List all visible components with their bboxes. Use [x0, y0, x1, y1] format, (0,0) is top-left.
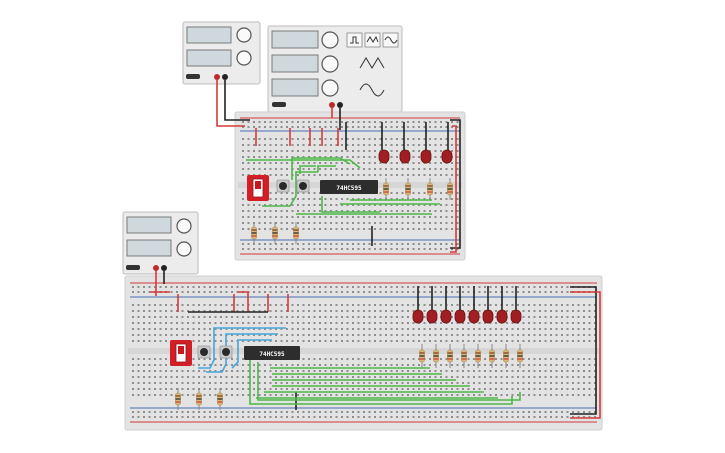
chip-label: 74HC595: [259, 351, 285, 358]
resistor[interactable]: [419, 344, 425, 368]
dip-switch-upper[interactable]: [247, 175, 269, 201]
led-ground-jumpers[interactable]: [417, 286, 517, 312]
led[interactable]: [468, 309, 480, 324]
upper-jumpers[interactable]: [255, 122, 449, 246]
shift-register-chip-upper[interactable]: 74HC595: [320, 180, 378, 194]
chip-label: 74HC595: [336, 185, 362, 192]
push-button[interactable]: [276, 179, 290, 193]
led[interactable]: [510, 309, 522, 324]
rail-jumper-power[interactable]: [570, 291, 601, 419]
led[interactable]: [426, 309, 438, 324]
led[interactable]: [412, 309, 424, 324]
lower-jumpers[interactable]: [150, 291, 297, 410]
led[interactable]: [496, 309, 508, 324]
led[interactable]: [378, 149, 390, 164]
resistor[interactable]: [293, 222, 299, 244]
breadboard-lower[interactable]: [124, 275, 603, 431]
resistor[interactable]: [196, 388, 202, 410]
rail-jumper-ground[interactable]: [450, 119, 461, 249]
lower-data-wires[interactable]: [249, 360, 521, 405]
resistor[interactable]: [251, 222, 257, 244]
resistor[interactable]: [427, 178, 433, 200]
led[interactable]: [454, 309, 466, 324]
resistor[interactable]: [503, 344, 509, 368]
resistor[interactable]: [447, 344, 453, 368]
resistor[interactable]: [175, 388, 181, 410]
function-generator[interactable]: [267, 25, 403, 113]
waveform-preview-sine: [359, 83, 385, 97]
breadboard-holes: [132, 286, 596, 418]
led[interactable]: [482, 309, 494, 324]
waveform-preview-triangle: [359, 57, 385, 69]
power-wire-ground[interactable]: [224, 80, 250, 121]
led[interactable]: [420, 149, 432, 164]
led[interactable]: [441, 149, 453, 164]
resistor[interactable]: [447, 178, 453, 200]
sine-wave-icon[interactable]: [382, 32, 399, 48]
power-wire-positive[interactable]: [216, 80, 245, 127]
led[interactable]: [440, 309, 452, 324]
power-supply-top[interactable]: [182, 21, 261, 85]
resistor[interactable]: [433, 344, 439, 368]
rail-jumper-power[interactable]: [450, 125, 457, 253]
resistor[interactable]: [383, 178, 389, 200]
shift-register-chip-lower[interactable]: 74HC595: [244, 346, 300, 360]
resistor[interactable]: [405, 178, 411, 200]
push-button[interactable]: [219, 345, 233, 359]
dip-switch-lower[interactable]: [170, 340, 192, 366]
resistor[interactable]: [461, 344, 467, 368]
led[interactable]: [399, 149, 411, 164]
square-wave-icon[interactable]: [346, 32, 363, 48]
upper-data-wires[interactable]: [246, 157, 440, 215]
resistor[interactable]: [489, 344, 495, 368]
resistor[interactable]: [217, 388, 223, 410]
rail-jumper-ground[interactable]: [570, 286, 597, 415]
resistor[interactable]: [517, 344, 523, 368]
resistor[interactable]: [475, 344, 481, 368]
resistor[interactable]: [272, 222, 278, 244]
push-button[interactable]: [296, 179, 310, 193]
push-button[interactable]: [197, 345, 211, 359]
triangle-wave-icon[interactable]: [364, 32, 381, 48]
lower-control-wires[interactable]: [198, 327, 286, 373]
power-supply-bottom[interactable]: [122, 211, 199, 275]
